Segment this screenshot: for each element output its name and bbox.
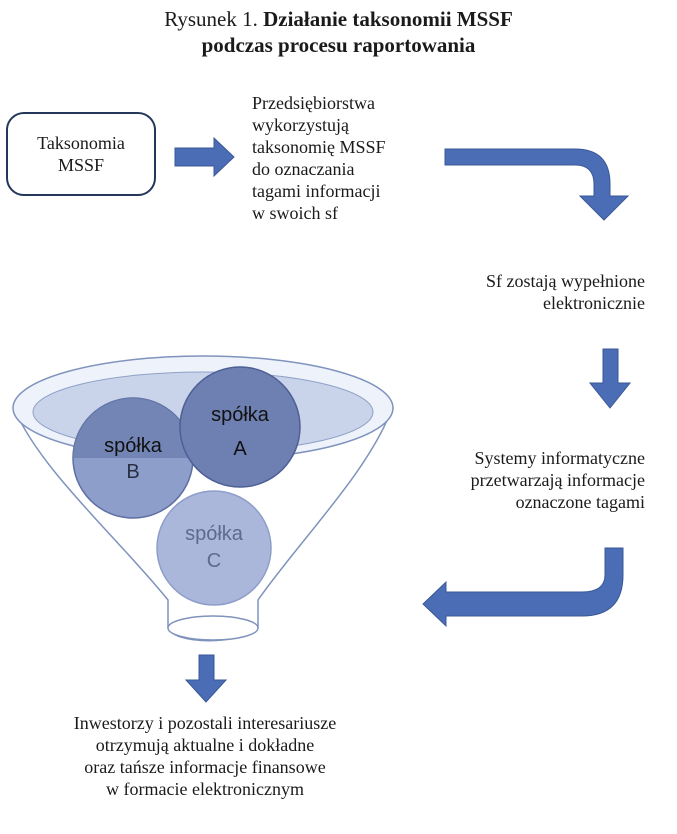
company-c-circle	[156, 490, 272, 606]
company-a-label-2: A	[233, 438, 247, 460]
taxonomy-label-line1: Taksonomia	[37, 133, 125, 153]
arrow-down-icon	[184, 654, 228, 703]
step1-text: Przedsiębiorstwa wykorzystują taksonomię…	[252, 92, 452, 224]
step4-line: oraz tańsze informacje finansowe	[84, 757, 326, 777]
figure-title-bold-2: podczas procesu raportowania	[201, 33, 476, 57]
company-b-label-1: spółka	[104, 435, 163, 457]
step1-line: w swoich sf	[252, 203, 338, 223]
company-a-circle	[179, 366, 301, 488]
step1-line: do oznaczania	[252, 159, 355, 179]
figure-title-line1: Rysunek 1. Działanie taksonomii MSSF	[0, 6, 677, 32]
step1-line: taksonomię MSSF	[252, 137, 386, 157]
figure-number: Rysunek 1.	[164, 7, 258, 31]
arrow-right-icon	[174, 136, 235, 178]
company-b-label-2: B	[126, 461, 139, 483]
company-c-label-1: spółka	[185, 523, 244, 545]
funnel-spout	[167, 615, 259, 641]
arrow-bent-down-icon	[444, 148, 630, 221]
arrow-down-icon	[588, 348, 632, 409]
step1-line: tagami informacji	[252, 181, 381, 201]
figure-title-bold-1: Działanie taksonomii MSSF	[263, 7, 513, 31]
figure-title: Rysunek 1. Działanie taksonomii MSSF pod…	[0, 6, 677, 58]
company-b-upper-shade	[73, 398, 193, 458]
step1-line: wykorzystują	[252, 115, 349, 135]
taxonomy-box: Taksonomia MSSF	[6, 112, 156, 196]
step3-line: przetwarzają informacje	[470, 470, 645, 490]
step4-text: Inwestorzy i pozostali interesariusze ot…	[30, 712, 380, 800]
step3-line: oznaczone tagami	[515, 492, 645, 512]
step4-line: w formacie elektronicznym	[106, 779, 304, 799]
step3-text: Systemy informatyczne przetwarzają infor…	[410, 447, 645, 513]
step2-line: Sf zostają wypełnione	[486, 271, 645, 291]
step4-line: Inwestorzy i pozostali interesariusze	[73, 713, 337, 733]
step2-text: Sf zostają wypełnione elektronicznie	[420, 270, 645, 314]
step2-line: elektronicznie	[543, 293, 645, 313]
step4-line: otrzymują aktualne i dokładne	[95, 735, 315, 755]
step1-line: Przedsiębiorstwa	[252, 93, 375, 113]
company-a-label-1: spółka	[211, 404, 270, 426]
taxonomy-label-line2: MSSF	[57, 155, 105, 175]
arrow-bent-left-icon	[422, 547, 624, 628]
step3-line: Systemy informatyczne	[474, 448, 645, 468]
company-c-label-2: C	[207, 550, 221, 572]
figure-title-line2: podczas procesu raportowania	[0, 32, 677, 58]
